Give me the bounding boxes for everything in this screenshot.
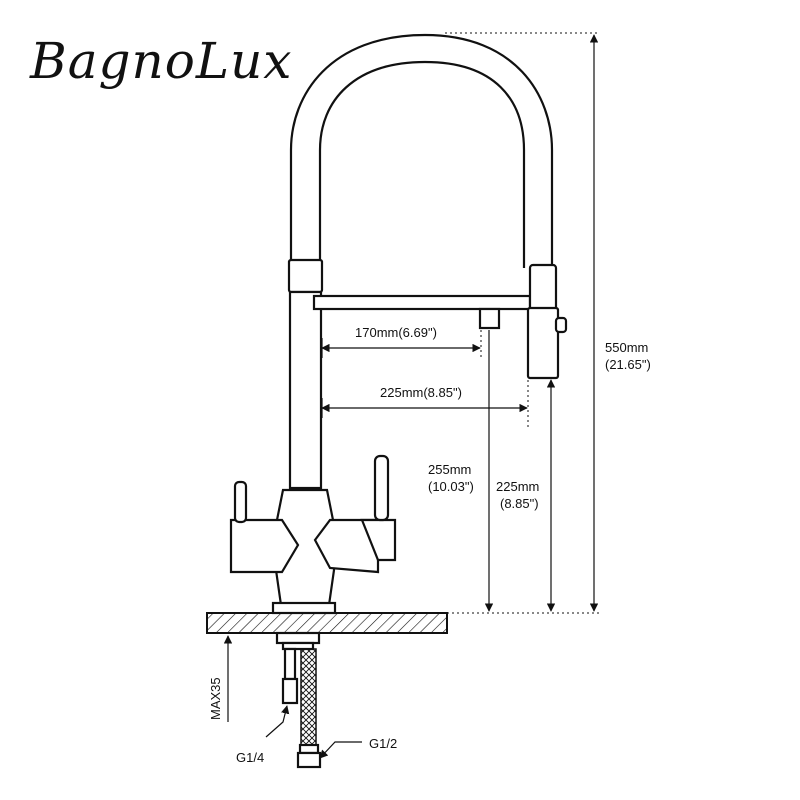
dim-total-height-in: (21.65"): [605, 357, 651, 372]
brand-logo: BagnoLux: [29, 32, 292, 90]
dim-spout-height-in: (10.03"): [428, 479, 474, 494]
label-g12: G1/2: [369, 736, 397, 751]
dim-spout-reach-outer: 225mm(8.85"): [380, 385, 462, 400]
faucet-body: [229, 33, 568, 615]
dim-spout-height-mm: 255mm: [428, 462, 471, 477]
countertop: [206, 612, 448, 634]
dim-max-deck: MAX35: [208, 677, 223, 720]
dim-total-height-mm: 550mm: [605, 340, 648, 355]
dim-outlet-height-in: (8.85"): [500, 496, 539, 511]
dim-outlet-height-mm: 225mm: [496, 479, 539, 494]
under-counter-fittings: [275, 631, 322, 769]
label-g14: G1/4: [236, 750, 264, 765]
dim-spout-reach-inner: 170mm(6.69"): [355, 325, 437, 340]
